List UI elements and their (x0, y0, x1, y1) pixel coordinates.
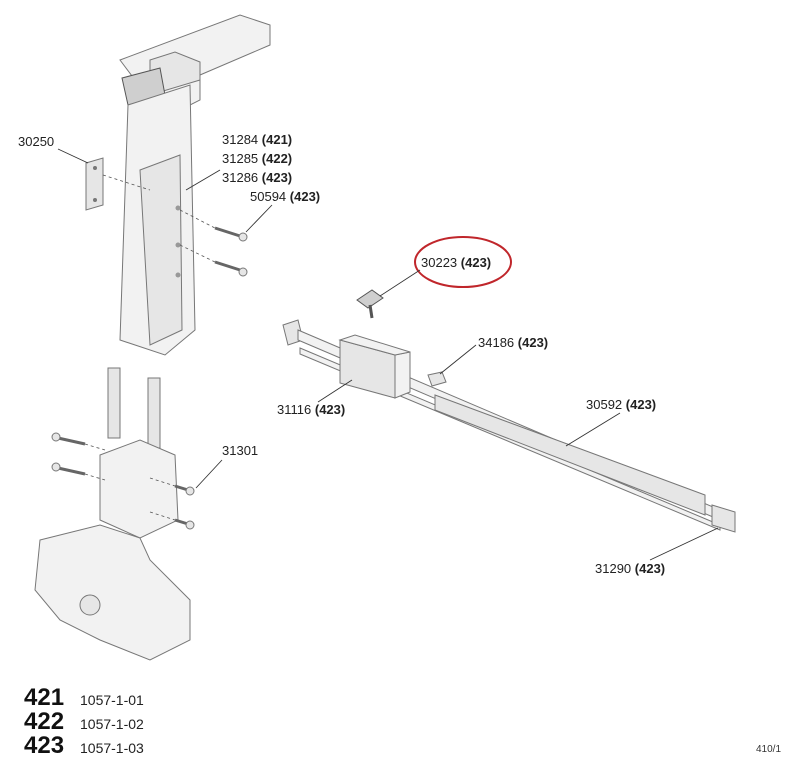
svg-text:34186 (423): 34186 (423) (478, 335, 548, 350)
label-31116: 31116 (423) (277, 379, 353, 417)
legend-row: 422 1057-1-02 (24, 708, 144, 735)
screws-50594 (179, 209, 248, 277)
lower-foot-part (34, 367, 191, 661)
legend-number: 1057-1-02 (80, 716, 144, 732)
label-30250: 30250 (18, 134, 89, 164)
page-number: 410/1 (756, 744, 782, 755)
label-31284: 31284 (421) (222, 132, 292, 147)
upper-tower-part (119, 14, 271, 356)
label-30223-highlighted: 30223 (423) (379, 236, 512, 297)
clip-part-30250 (85, 157, 104, 211)
svg-text:31285 (422): 31285 (422) (222, 151, 292, 166)
rail-assembly (282, 289, 736, 533)
svg-text:31284 (421): 31284 (421) (222, 132, 292, 147)
dash-line (102, 174, 151, 191)
legend-code: 422 (24, 708, 65, 735)
svg-text:31301: 31301 (222, 443, 258, 458)
legend-code: 423 (24, 732, 65, 759)
legend-row: 421 1057-1-01 (24, 684, 144, 711)
svg-text:31290 (423): 31290 (423) (595, 561, 665, 576)
model-legend: 421 1057-1-01 422 1057-1-02 423 1057-1-0… (24, 684, 144, 759)
svg-text:30250: 30250 (18, 134, 54, 149)
svg-text:31116 (423): 31116 (423) (277, 402, 345, 417)
label-31301: 31301 (195, 443, 258, 489)
screws-31301 (51, 432, 195, 530)
legend-number: 1057-1-03 (80, 740, 144, 756)
label-30592: 30592 (423) (565, 397, 656, 447)
legend-code: 421 (24, 684, 65, 711)
legend-number: 1057-1-01 (80, 692, 144, 708)
label-50594: 50594 (423) (245, 189, 320, 233)
label-34186: 34186 (423) (439, 335, 548, 375)
svg-text:30592 (423): 30592 (423) (586, 397, 656, 412)
label-31290: 31290 (423) (595, 527, 719, 576)
label-31285: 31285 (422) (222, 151, 292, 166)
svg-text:30223 (423): 30223 (423) (421, 255, 491, 270)
label-31286: 31286 (423) (185, 169, 292, 191)
svg-text:50594 (423): 50594 (423) (250, 189, 320, 204)
svg-text:31286 (423): 31286 (423) (222, 170, 292, 185)
legend-row: 423 1057-1-03 (24, 732, 144, 759)
